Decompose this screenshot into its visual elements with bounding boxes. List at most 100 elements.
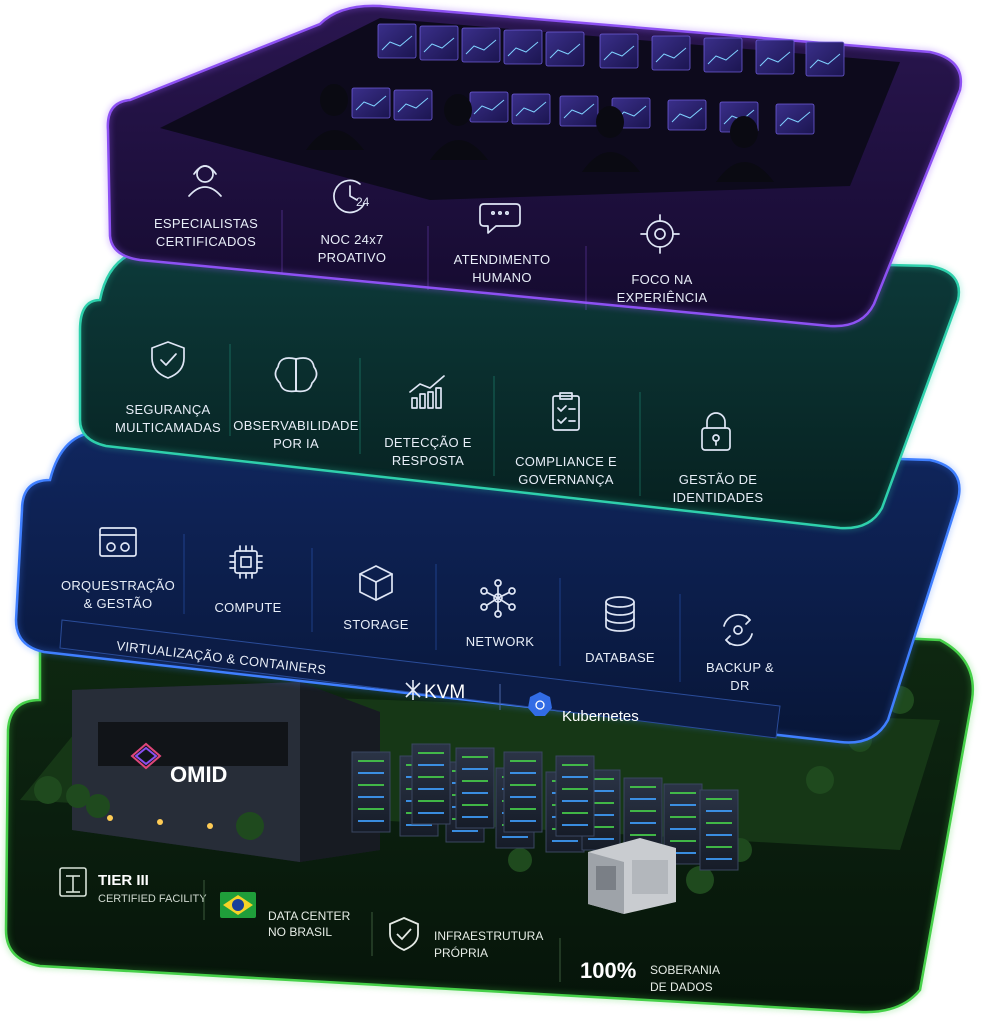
screen-graph <box>603 45 635 61</box>
screen-graph <box>759 51 791 67</box>
brazil-line2: NO BRASIL <box>268 925 332 939</box>
database-icon <box>605 596 635 632</box>
monitor-screen <box>805 41 845 77</box>
service-item-label: PROATIVO <box>318 250 387 265</box>
brazil-flag-icon <box>220 892 256 918</box>
padlock-icon <box>701 412 731 451</box>
security-item-label: MULTICAMADAS <box>115 420 221 435</box>
badge-brazil: DATA CENTER NO BRASIL <box>220 892 351 939</box>
platform-item-label: DR <box>730 678 749 693</box>
rack-led <box>358 796 384 798</box>
monitor-screen <box>755 39 795 75</box>
clipboard-check-icon <box>552 392 580 431</box>
rack-led <box>630 834 656 836</box>
brand-name: OMID <box>170 762 227 787</box>
building-icon <box>59 867 87 897</box>
brain-icon <box>274 357 318 393</box>
service-item-label: NOC 24x7 <box>320 232 383 247</box>
security-item-label: OBSERVABILIDADE <box>233 418 358 433</box>
backup-cycle-icon <box>723 613 753 647</box>
monitor-screen <box>511 93 551 125</box>
server-racks <box>351 743 739 871</box>
kubernetes-label: Kubernetes <box>562 708 639 725</box>
monitor-screen <box>461 27 501 63</box>
monitor-screen <box>377 23 417 59</box>
screen-graph <box>655 47 687 63</box>
screen-graph <box>563 103 595 119</box>
cube-icon <box>359 565 393 601</box>
monitor-screen <box>393 89 433 121</box>
service-item-label: ATENDIMENTO <box>454 252 551 267</box>
server-rack <box>663 783 703 865</box>
sovereignty-line2: DE DADOS <box>650 980 713 994</box>
badge-sovereignty: 100% SOBERANIA DE DADOS <box>580 958 720 994</box>
rack-led <box>418 764 444 766</box>
network-nodes-icon <box>480 579 516 618</box>
rack-led <box>706 798 732 800</box>
security-item-label: POR IA <box>273 436 319 451</box>
screen-graph <box>549 43 581 59</box>
rack-led <box>562 764 588 766</box>
rack-led <box>562 788 588 790</box>
rack-led <box>670 852 696 854</box>
platform-item-3: STORAGE <box>311 548 408 632</box>
sovereignty-line1: SOBERANIA <box>650 963 720 977</box>
screen-graph <box>381 35 413 51</box>
cooling-unit <box>588 838 676 914</box>
monitor-screen <box>559 95 599 127</box>
security-item-label: IDENTIDADES <box>673 490 764 505</box>
rack-led <box>588 778 614 780</box>
service-item-label: CERTIFICADOS <box>156 234 256 249</box>
own-line2: PRÓPRIA <box>434 945 488 960</box>
rack-led <box>418 776 444 778</box>
rack-led <box>588 790 614 792</box>
server-rack <box>555 755 595 837</box>
screen-graph <box>355 95 387 111</box>
screen-graph <box>671 107 703 123</box>
security-item-label: COMPLIANCE E <box>515 454 617 469</box>
console-window-icon <box>99 527 137 557</box>
rack-led <box>562 800 588 802</box>
monitor-screen <box>703 37 743 73</box>
svg-text:24: 24 <box>356 195 370 209</box>
security-item-label: GESTÃO DE <box>679 472 758 487</box>
platform-item-label: BACKUP & <box>706 660 774 675</box>
service-item-1: ESPECIALISTAS CERTIFICADOS <box>154 165 258 249</box>
tier-subtitle: CERTIFIED FACILITY <box>98 893 207 905</box>
rack-led <box>406 824 432 826</box>
security-item-label: SEGURANÇA <box>125 402 210 417</box>
platform-item-label: NETWORK <box>466 634 535 649</box>
rack-led <box>562 776 588 778</box>
rack-led <box>588 826 614 828</box>
rack-led <box>462 756 488 758</box>
shield-check-icon <box>389 917 419 951</box>
monitor-screen <box>351 87 391 119</box>
platform-item-label: & GESTÃO <box>84 596 153 611</box>
rack-led <box>706 834 732 836</box>
rack-led <box>462 768 488 770</box>
platform-item-label: COMPUTE <box>214 600 281 615</box>
rack-led <box>510 796 536 798</box>
chat-bubble-icon <box>479 203 521 234</box>
omid-logo-icon <box>130 742 162 770</box>
service-item-label: FOCO NA <box>631 272 692 287</box>
rack-led <box>670 816 696 818</box>
service-item-label: ESPECIALISTAS <box>154 216 258 231</box>
rack-led <box>588 838 614 840</box>
platform-item-1: ORQUESTRAÇÃO& GESTÃO <box>61 527 175 611</box>
rack-led <box>462 780 488 782</box>
operators <box>306 84 774 182</box>
server-rack <box>699 789 739 871</box>
screen-graph <box>707 49 739 65</box>
monitor-screen <box>599 33 639 69</box>
screen-graph <box>809 53 841 69</box>
security-item-1: SEGURANÇA MULTICAMADAS <box>115 341 221 435</box>
kvm-label: KVM <box>424 682 465 703</box>
rack-led <box>552 840 578 842</box>
tier-title: TIER III <box>98 872 149 889</box>
rack-led <box>418 812 444 814</box>
screen-graph <box>465 39 497 55</box>
